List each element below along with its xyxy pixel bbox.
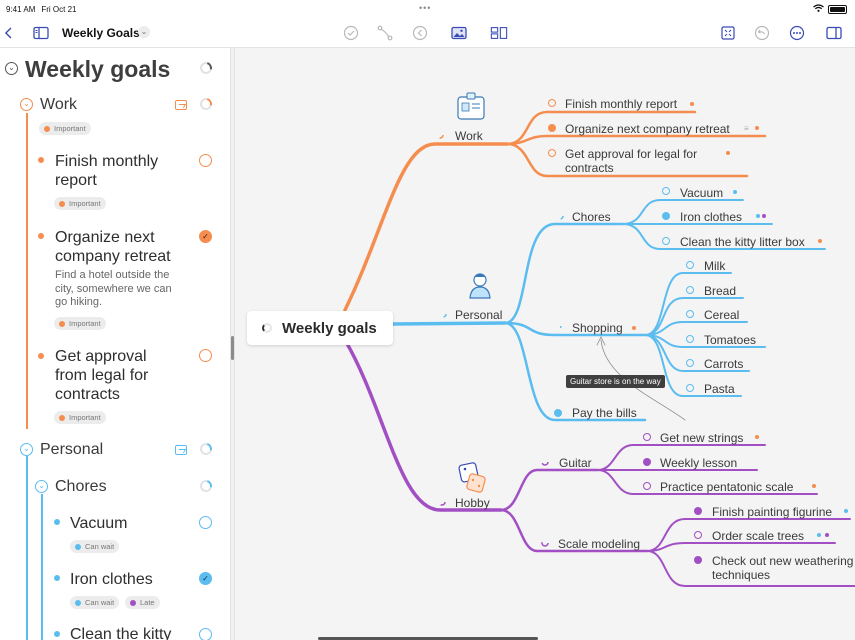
- personal-collapse-chevron-icon[interactable]: ⌄: [20, 443, 33, 456]
- outline-chores-label[interactable]: Chores: [55, 478, 107, 495]
- map-item-weekly-lesson[interactable]: Weekly lesson: [660, 456, 738, 470]
- root-collapse-chevron-icon[interactable]: ⌄: [5, 62, 18, 75]
- undo-icon[interactable]: [752, 23, 772, 43]
- wifi-icon: [813, 4, 824, 14]
- personal-avatar-icon: [469, 273, 491, 299]
- mindmap-branches: [343, 92, 855, 587]
- inspector-panel-icon[interactable]: [824, 23, 844, 43]
- title-chevron-down-icon[interactable]: ⌄: [138, 26, 150, 38]
- map-subtopic-guitar[interactable]: Guitar: [559, 456, 592, 470]
- chores-item-bullet: [54, 519, 60, 525]
- home-indicator: [318, 637, 538, 640]
- map-item-organize-retreat[interactable]: Organize next company retreat: [565, 122, 730, 136]
- finish-report-tag-important: Important: [54, 197, 106, 210]
- map-subtopic-scale-modeling[interactable]: Scale modeling: [558, 537, 641, 551]
- iron-clothes-tag-can-wait: Can wait: [70, 596, 120, 609]
- battery-icon: [828, 4, 847, 14]
- status-date: Fri Oct 21: [41, 5, 77, 14]
- work-tag-important: Important: [39, 122, 91, 135]
- map-topic-hobby[interactable]: Hobby: [455, 496, 490, 510]
- finish-report-checkbox[interactable]: [199, 154, 212, 167]
- chores-branch-line: [41, 494, 43, 640]
- get-approval-checkbox[interactable]: [199, 349, 212, 362]
- chores-item-bullet: [54, 575, 60, 581]
- chores-collapse-chevron-icon[interactable]: ⌄: [35, 480, 48, 493]
- map-item-milk[interactable]: Milk: [704, 259, 726, 273]
- work-item-bullet: [38, 233, 44, 239]
- map-item-painting-figurine[interactable]: Finish painting figurine: [712, 505, 833, 519]
- relationship-link-icon[interactable]: [375, 23, 395, 43]
- organize-retreat-checkbox-checked[interactable]: ✓: [199, 230, 212, 243]
- work-collapse-chevron-icon[interactable]: ⌄: [20, 98, 33, 111]
- map-item-finish-report[interactable]: Finish monthly report: [565, 97, 678, 111]
- iron-clothes-checkbox-checked[interactable]: ✓: [199, 572, 212, 585]
- map-item-bread[interactable]: Bread: [704, 284, 737, 298]
- work-item-bullet: [38, 157, 44, 163]
- sidebar-toggle-icon[interactable]: [31, 23, 51, 43]
- back-chevron-icon[interactable]: [2, 23, 16, 43]
- status-right: [813, 4, 847, 14]
- map-item-vacuum[interactable]: Vacuum: [680, 186, 724, 200]
- image-insert-icon[interactable]: [449, 23, 469, 43]
- vacuum-tag-can-wait: Can wait: [70, 540, 120, 553]
- mindmap-root-node[interactable]: Weekly goals: [247, 311, 393, 345]
- map-item-pentatonic[interactable]: Practice pentatonic scale: [660, 480, 794, 494]
- organize-retreat-tag-important: Important: [54, 317, 106, 330]
- checkmark-circle-icon[interactable]: [341, 23, 361, 43]
- map-item-pasta[interactable]: Pasta: [704, 382, 735, 396]
- outline-work-label[interactable]: Work: [40, 96, 78, 113]
- work-image-icon: [175, 100, 187, 110]
- layout-structure-icon[interactable]: [488, 23, 510, 43]
- previous-circle-icon[interactable]: [410, 23, 430, 43]
- get-approval-tag-important: Important: [54, 411, 106, 424]
- outline-item-vacuum[interactable]: Vacuum: [70, 515, 128, 532]
- multitask-dots-icon[interactable]: •••: [419, 3, 432, 13]
- split-drag-handle[interactable]: [231, 336, 234, 360]
- zoom-fit-icon[interactable]: [718, 23, 738, 43]
- map-item-new-strings[interactable]: Get new strings: [660, 431, 744, 445]
- clean-kitty-checkbox[interactable]: [199, 628, 212, 640]
- chores-item-bullet: [54, 631, 60, 637]
- more-options-icon[interactable]: [787, 23, 807, 43]
- map-subtopic-pay-bills[interactable]: Pay the bills: [572, 406, 637, 420]
- map-subtopic-chores[interactable]: Chores: [572, 210, 611, 224]
- relationship-callout[interactable]: Guitar store is on the way: [566, 375, 665, 388]
- toolbar: Weekly Goals ⌄: [0, 18, 855, 48]
- outline-item-clean-kitty[interactable]: Clean the kitty: [70, 626, 172, 640]
- hobby-dice-icon: [458, 462, 486, 493]
- personal-branch-line: [26, 456, 28, 640]
- map-item-scale-trees[interactable]: Order scale trees: [712, 529, 805, 543]
- outline-personal-label[interactable]: Personal: [40, 441, 104, 458]
- root-progress-icon: [262, 323, 272, 333]
- outline-item-iron-clothes[interactable]: Iron clothes: [70, 571, 153, 588]
- iron-clothes-tag-late: Late: [125, 596, 160, 609]
- mindmap-canvas[interactable]: Weekly goals Work Finish monthly report …: [235, 48, 855, 640]
- map-topic-work[interactable]: Work: [455, 129, 483, 143]
- map-topic-personal[interactable]: Personal: [455, 308, 503, 322]
- vacuum-checkbox[interactable]: [199, 516, 212, 529]
- work-badge-icon: [457, 92, 485, 120]
- note-lines-icon: ≡: [744, 124, 749, 133]
- map-item-tomatoes[interactable]: Tomatoes: [704, 333, 757, 347]
- map-item-cereal[interactable]: Cereal: [704, 308, 740, 322]
- outline-root-title[interactable]: Weekly goals: [25, 56, 171, 82]
- map-subtopic-shopping[interactable]: Shopping: [572, 321, 623, 335]
- work-branch-line: [26, 113, 28, 429]
- document-title[interactable]: Weekly Goals: [62, 26, 140, 40]
- map-item-clean-kitty[interactable]: Clean the kitty litter box: [680, 235, 805, 249]
- map-item-iron-clothes[interactable]: Iron clothes: [680, 210, 743, 224]
- work-item-bullet: [38, 353, 44, 359]
- personal-image-icon: [175, 445, 187, 455]
- map-item-carrots[interactable]: Carrots: [704, 357, 744, 371]
